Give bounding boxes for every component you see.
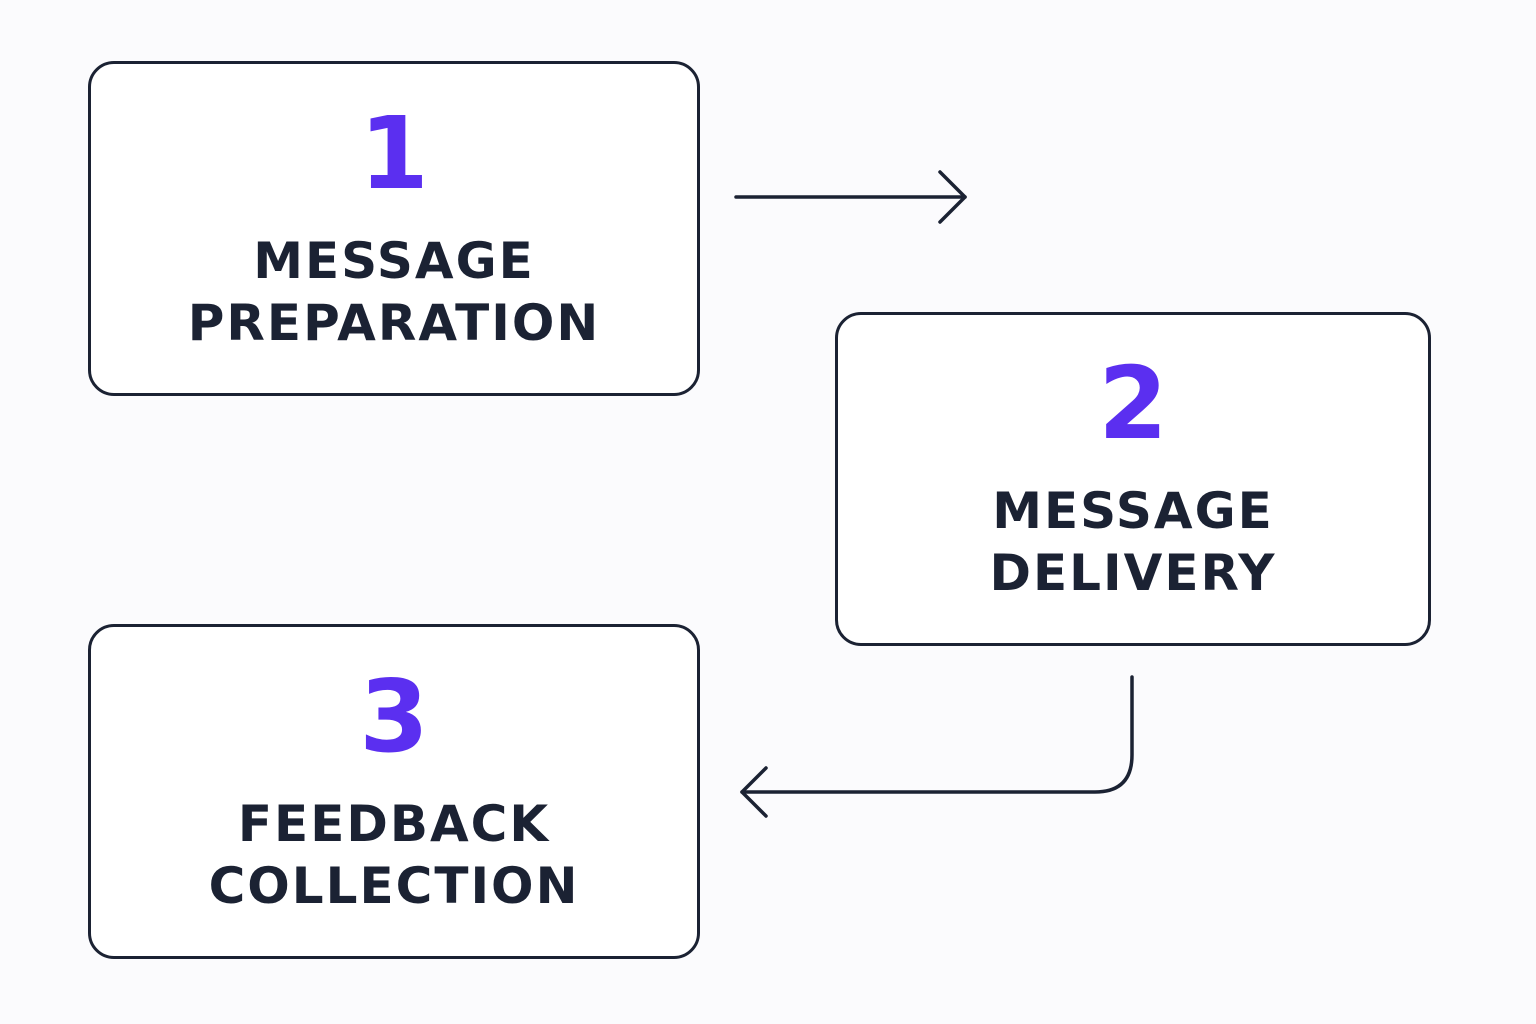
arrow-head-left-icon bbox=[740, 766, 768, 818]
step-label-line2: COLLECTION bbox=[208, 856, 580, 915]
step-box-message-preparation: 1 MESSAGE PREPARATION bbox=[88, 61, 700, 396]
arrow-step2-to-step3 bbox=[740, 675, 1134, 818]
step-label-line2: DELIVERY bbox=[989, 544, 1277, 602]
step-label-line1: MESSAGE bbox=[992, 482, 1274, 540]
step-box-message-delivery: 2 MESSAGE DELIVERY bbox=[835, 312, 1431, 646]
step-label-line2: PREPARATION bbox=[187, 293, 601, 352]
step-number: 1 bbox=[359, 94, 429, 212]
arrow-shaft bbox=[740, 675, 1134, 794]
step-number: 3 bbox=[359, 657, 429, 775]
step-box-feedback-collection: 3 FEEDBACK COLLECTION bbox=[88, 624, 700, 959]
arrow-head-right-icon bbox=[938, 170, 967, 224]
step-label-line1: FEEDBACK bbox=[237, 794, 551, 853]
step-number: 2 bbox=[1098, 345, 1168, 462]
arrow-step1-to-step2 bbox=[734, 170, 967, 224]
step-label-line1: MESSAGE bbox=[253, 231, 535, 290]
